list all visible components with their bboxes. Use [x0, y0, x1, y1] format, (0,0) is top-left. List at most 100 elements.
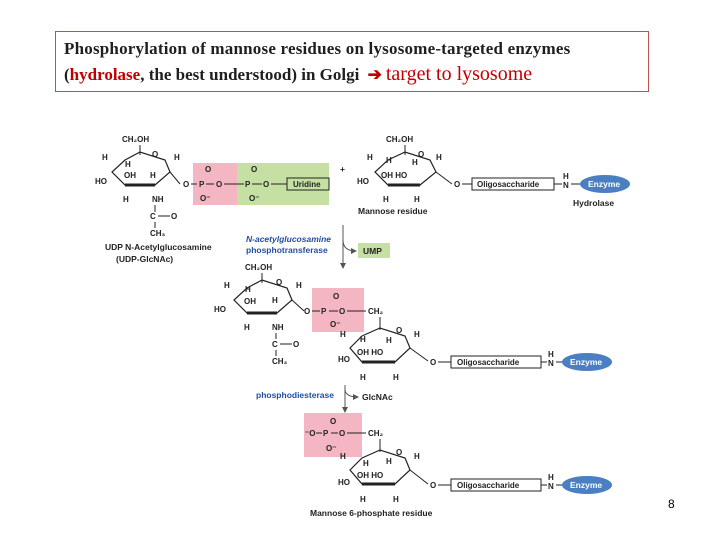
svg-text:O: O [276, 278, 282, 287]
svg-text:O: O [339, 429, 345, 438]
phosphodiesterase-label: phosphodiesterase [256, 390, 334, 400]
title-target: target to lysosome [385, 63, 533, 85]
svg-text:C: C [150, 212, 156, 221]
svg-text:H: H [436, 153, 442, 162]
udp-glcnac-molecule: CH₂OH O H H H OH H HO H NH C O CH₃ [95, 135, 181, 238]
uridine-label: Uridine [293, 180, 321, 189]
svg-text:H: H [123, 195, 129, 204]
svg-text:H: H [386, 336, 392, 345]
svg-text:H: H [245, 285, 251, 294]
phosphate-pink-box-3 [304, 413, 362, 457]
svg-text:H: H [383, 195, 389, 204]
svg-text:H: H [414, 452, 420, 461]
title-hydrolase: hydrolase [69, 65, 141, 84]
intermediate-mannose-molecule: O H H H OH HO H HO H H O [338, 317, 451, 382]
svg-text:P: P [199, 180, 205, 189]
svg-text:CH₂OH: CH₂OH [245, 263, 272, 272]
title-line-1: Phosphorylation of mannose residues on l… [64, 39, 571, 58]
oligosaccharide-label-1: Oligosaccharide [477, 180, 540, 189]
plus-sign: + [340, 164, 345, 174]
svg-text:H: H [548, 350, 554, 359]
svg-text:OH HO: OH HO [381, 171, 407, 180]
svg-text:H: H [386, 457, 392, 466]
svg-text:O⁻: O⁻ [330, 320, 340, 329]
svg-text:O⁻: O⁻ [249, 194, 259, 203]
svg-text:O: O [430, 358, 436, 367]
ch2oh-label: CH₂OH [122, 135, 149, 144]
svg-text:HO: HO [338, 355, 350, 364]
svg-text:H: H [125, 160, 131, 169]
svg-text:H: H [296, 281, 302, 290]
title-line-2: (hydrolase, the best understood) in Golg… [64, 61, 640, 88]
phosphate-pink-box-2 [312, 288, 364, 332]
svg-text:P: P [323, 429, 329, 438]
svg-text:HO: HO [357, 177, 369, 186]
svg-text:OH HO: OH HO [357, 471, 383, 480]
svg-text:HO: HO [95, 177, 107, 186]
svg-text:OH: OH [244, 297, 256, 306]
svg-text:CH₃: CH₃ [150, 229, 166, 238]
svg-text:O: O [339, 307, 345, 316]
mannose-6-phosphate-label: Mannose 6-phosphate residue [310, 508, 433, 518]
svg-text:CH₂: CH₂ [368, 429, 384, 438]
svg-text:O: O [454, 180, 460, 189]
svg-text:H: H [340, 452, 346, 461]
oligosaccharide-label-3: Oligosaccharide [457, 481, 520, 490]
svg-text:P: P [245, 180, 251, 189]
svg-text:O: O [216, 180, 222, 189]
svg-text:O⁻: O⁻ [326, 444, 336, 453]
mannose-residue-label: Mannose residue [358, 206, 428, 216]
uridine-box [286, 177, 330, 191]
svg-text:H: H [340, 330, 346, 339]
mannose-residue-molecule: CH₂OH O H H H OH HO H HO H H O [357, 135, 472, 204]
svg-text:OH HO: OH HO [357, 348, 383, 357]
svg-text:O⁻: O⁻ [200, 194, 210, 203]
enzyme-label-3: Enzyme [570, 480, 602, 490]
enzyme-label-2: Enzyme [570, 357, 602, 367]
svg-text:H: H [174, 153, 180, 162]
svg-text:P: P [321, 307, 327, 316]
enzyme-oval-3 [562, 476, 612, 494]
svg-text:O: O [333, 292, 339, 301]
svg-text:H: H [272, 296, 278, 305]
svg-text:OH: OH [124, 171, 136, 180]
svg-text:H: H [414, 195, 420, 204]
svg-text:O: O [171, 212, 177, 221]
hydrolase-label: Hydrolase [573, 198, 614, 208]
svg-text:N: N [563, 181, 569, 190]
svg-text:O: O [330, 417, 336, 426]
svg-text:H: H [224, 281, 230, 290]
udp-glcnac-name: UDP N-Acetylglucosamine [105, 242, 212, 252]
svg-text:H: H [367, 153, 373, 162]
title-open-paren: ( [64, 65, 70, 84]
intermediate-glcnac-molecule: CH₂OH O H H H OH H HO H NH C O CH₃ [214, 263, 305, 366]
svg-text:H: H [150, 171, 156, 180]
svg-text:H: H [360, 335, 366, 344]
svg-text:O: O [418, 150, 424, 159]
svg-text:O: O [293, 340, 299, 349]
enzyme-oval-1 [580, 175, 630, 193]
svg-text:O: O [152, 150, 158, 159]
svg-text:CH₃: CH₃ [272, 357, 288, 366]
udp-glcnac-abbrev: (UDP-GlcNAc) [116, 254, 173, 264]
svg-text:H: H [360, 495, 366, 504]
svg-text:NH: NH [272, 323, 284, 332]
svg-text:O: O [396, 448, 402, 457]
enzyme-oval-2 [562, 353, 612, 371]
svg-text:H: H [548, 473, 554, 482]
svg-text:N: N [548, 482, 554, 491]
glcnac-label: GlcNAc [362, 392, 393, 402]
svg-text:H: H [393, 373, 399, 382]
enzyme-label-1: Enzyme [588, 179, 620, 189]
svg-text:C: C [272, 340, 278, 349]
svg-text:CH₂OH: CH₂OH [386, 135, 413, 144]
svg-text:H: H [244, 323, 250, 332]
svg-text:H: H [412, 158, 418, 167]
right-arrow-icon: ➔ [367, 65, 382, 84]
svg-text:H: H [563, 172, 569, 181]
svg-text:O: O [304, 307, 310, 316]
svg-text:H: H [386, 156, 392, 165]
title-box: Phosphorylation of mannose residues on l… [55, 31, 649, 92]
svg-text:O: O [183, 180, 189, 189]
